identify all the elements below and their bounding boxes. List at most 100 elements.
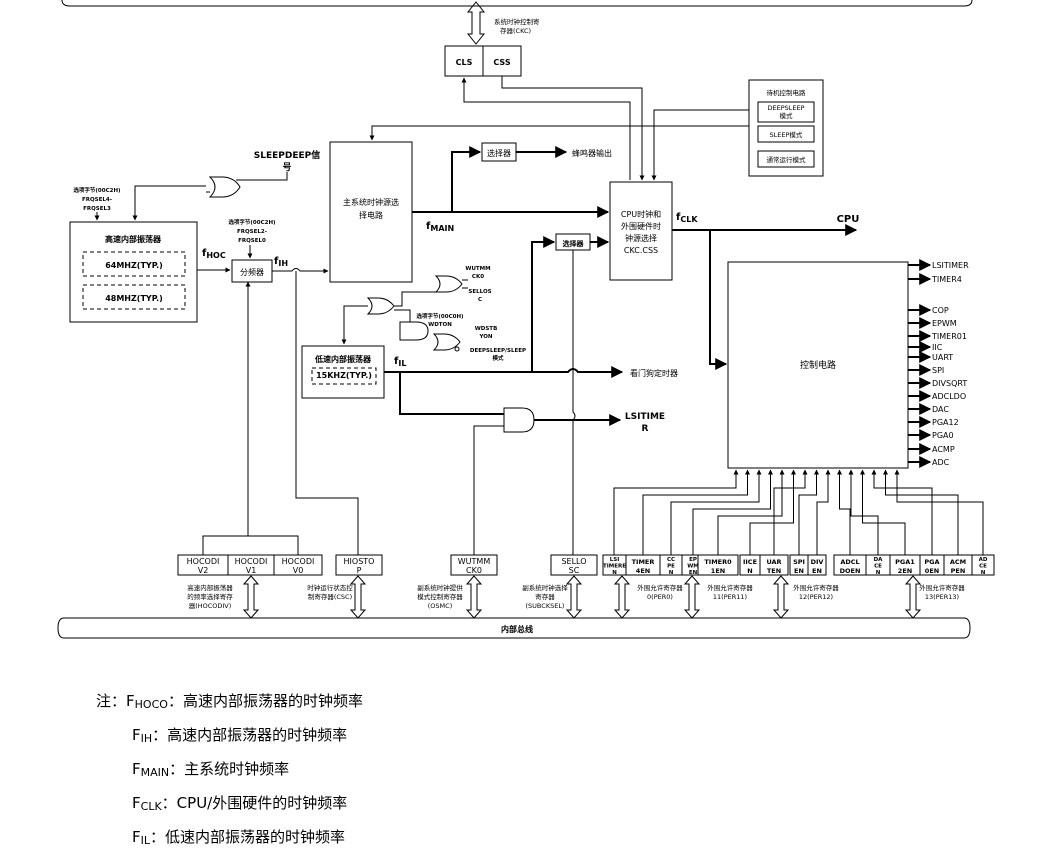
deepsleep-signal-2: 模式 (492, 354, 504, 362)
per12-label-2: 12(PER12) (799, 593, 833, 601)
per0_bits-bit-3-line-2: EN (689, 570, 698, 576)
per13_bits-bit-3-line-1: 0EN (925, 567, 939, 575)
sleep-mode-label: SLEEP模式 (770, 130, 803, 139)
hocodiv2-1: HOCODI (187, 557, 220, 566)
standby-to-main-selector-wire (369, 125, 749, 141)
enable-wire-6 (773, 469, 808, 555)
lioco-block (301, 345, 385, 399)
osmc-label-2: 模式控制寄存器 (417, 592, 463, 601)
or-gate-to-hoco-wire (132, 185, 206, 221)
option-byte-b-2: FRQSEL2- (237, 229, 267, 235)
bus-arrow-1 (349, 575, 367, 619)
hoco-48mhz-box (82, 284, 186, 310)
per11_bits-bit-0-box (697, 554, 739, 576)
cpu-selector-box (609, 181, 673, 281)
enable-wire-3 (692, 469, 773, 555)
per11-label-2: 11(PER11) (713, 593, 747, 601)
note-il: FIL：低速内部振荡器的时钟频率 (132, 828, 346, 847)
csc-label-2: 制寄存器(CSC) (308, 592, 352, 601)
deepsleep-mode-box (757, 101, 815, 123)
main-selector-box (329, 141, 413, 283)
or-gate-link-a (394, 291, 436, 307)
hoco-64mhz-box (82, 251, 186, 277)
enable-wire-9 (837, 469, 851, 555)
hocodiv2-2: V2 (198, 566, 209, 575)
per0_bits-bit-2-line-0: CC (667, 557, 675, 563)
internal-bus (57, 617, 971, 639)
hocodiv-label-3: 器(HOCODIV) (189, 602, 232, 610)
output-label-6: UART (932, 353, 953, 362)
wutmmck0-signal-2: CK0 (472, 274, 484, 280)
per12_bits-bit-1-line-1: EN (812, 567, 822, 575)
output-label-8: DIVSQRT (932, 379, 967, 388)
enable-wire-7 (798, 469, 819, 555)
enable-wire-2 (670, 469, 762, 555)
per0_bits-bit-1-line-0: TIMER (632, 558, 655, 566)
wutmmck0-to-and-wire (473, 425, 504, 555)
subcksel-label-1: 副系统时钟选择 (522, 583, 568, 592)
output-label-12: PGA0 (932, 431, 954, 440)
output-label-13: ACMP (932, 445, 955, 454)
per11_bits-bit-2-line-0: UAR (766, 558, 781, 566)
wutmm-or-gate (434, 275, 463, 293)
output-label-1: TIMER4 (931, 275, 962, 284)
per11_bits-bit-0-line-1: 1EN (711, 567, 725, 575)
per13_bits-bit-1-line-2: N (876, 570, 881, 576)
buzzer-selector-label: 选择器 (487, 148, 511, 158)
output-label-0: LSITIMER (932, 261, 969, 270)
per11_bits-bit-2-box (759, 554, 789, 576)
subcksel-label-2: 寄存器 (535, 592, 555, 601)
enable-wire-10 (848, 469, 879, 555)
hiostop-register (335, 554, 383, 576)
sellosc-to-selector-wire (572, 250, 576, 555)
cpu-label: CPU (837, 214, 860, 225)
lioco-15k-box (311, 367, 377, 385)
enable-wire-1 (642, 469, 750, 555)
cpu-selector-label-4: CKC.CSS (624, 246, 658, 255)
per13_bits-bit-1-line-1: CE (874, 564, 882, 570)
per0_bits-bit-2-line-1: PE (667, 564, 675, 570)
hiostop-1: HIOSTO (344, 557, 375, 566)
bus-arrow-3 (565, 575, 583, 619)
osmc-label-1: 副系统时钟提供 (417, 583, 463, 592)
per13_bits-bit-5-line-0: AD (979, 557, 988, 563)
sleepdeep-wire (236, 172, 288, 181)
footnotes: 注：FHOCO：高速内部振荡器的时钟频率 FIH：高速内部振荡器的时钟频率 FM… (96, 686, 363, 856)
csc-label-1: 时钟运行状态控 (307, 583, 353, 592)
option-c0h-1: 选项字节(00C0H) (416, 312, 464, 320)
divider-label: 分频器 (240, 267, 264, 277)
per0_bits-bit-2-line-2: N (669, 570, 674, 576)
css-to-cpu-selector-wire (501, 76, 645, 181)
ckc-register-label-2: 存器(CKC) (500, 26, 531, 35)
enable-wire-5 (749, 469, 796, 555)
option-byte-b-3: FRQSEL0 (238, 238, 266, 244)
lioco-title: 低速内部振荡器 (314, 354, 372, 364)
wutmmck0-register (450, 554, 498, 576)
option-byte-a-3: FRQSEL3 (83, 206, 111, 212)
enable-wire-12 (871, 469, 933, 555)
wutmmck0-signal-1: WUTMM (465, 266, 490, 272)
cpu-selector-label-1: CPU时钟和 (621, 209, 661, 219)
per0_bits-bit-0-line-1: TIMERE (603, 564, 626, 570)
hocodiv-label-1: 高速内部振荡器 (187, 583, 233, 592)
per13_bits-bit-2-line-0: PGA1 (895, 558, 915, 566)
per13_bits-bit-3-line-0: PGA (924, 558, 939, 566)
deepsleep-signal-1: DEEPSLEEP/SLEEP (470, 348, 526, 354)
ckc-bus-arrow (466, 1, 486, 45)
hoco-48mhz-label: 48MHZ(TYP.) (105, 294, 163, 303)
enable-wire-0 (613, 469, 739, 555)
bus-arrow-5 (683, 575, 701, 619)
per13_bits-bit-5-box (971, 554, 995, 576)
hocodiv1-2: V1 (246, 566, 257, 575)
per12-label-1: 外围允许寄存器 (793, 583, 839, 592)
wdstbyon-signal-1: WDSTB (475, 326, 498, 332)
inverter-bubble (454, 346, 460, 352)
deepsleep-mode-label-2: 模式 (780, 111, 794, 120)
control-circuit-box (727, 261, 909, 469)
bus-arrow-4 (613, 575, 631, 619)
enable-wire-13 (883, 469, 959, 555)
per12_bits-bit-1-line-0: DIV (811, 558, 824, 566)
note-hoco: 注：FHOCO：高速内部振荡器的时钟频率 (96, 692, 363, 711)
f-main-label: fMAIN (426, 221, 454, 233)
normal-mode-box (757, 150, 815, 168)
